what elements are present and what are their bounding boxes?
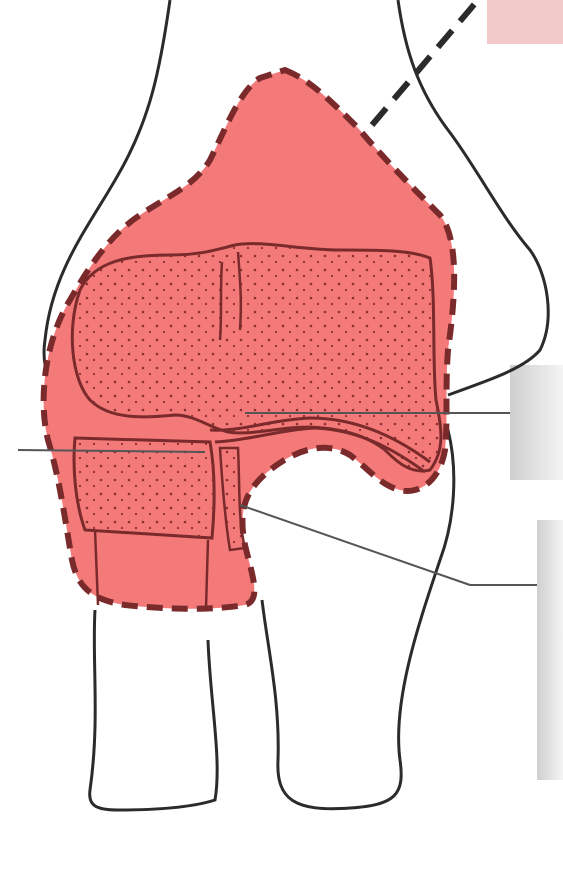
pointer-line-right-lower [240,505,470,585]
capsule-pointer-dashed [372,0,478,125]
radius-outline [90,610,217,810]
radial-head-texture [74,438,214,538]
label-placeholder-upper [510,365,563,480]
label-placeholder-lower [537,520,563,780]
ulna-outline [262,430,454,809]
top-label-tag [487,0,563,44]
